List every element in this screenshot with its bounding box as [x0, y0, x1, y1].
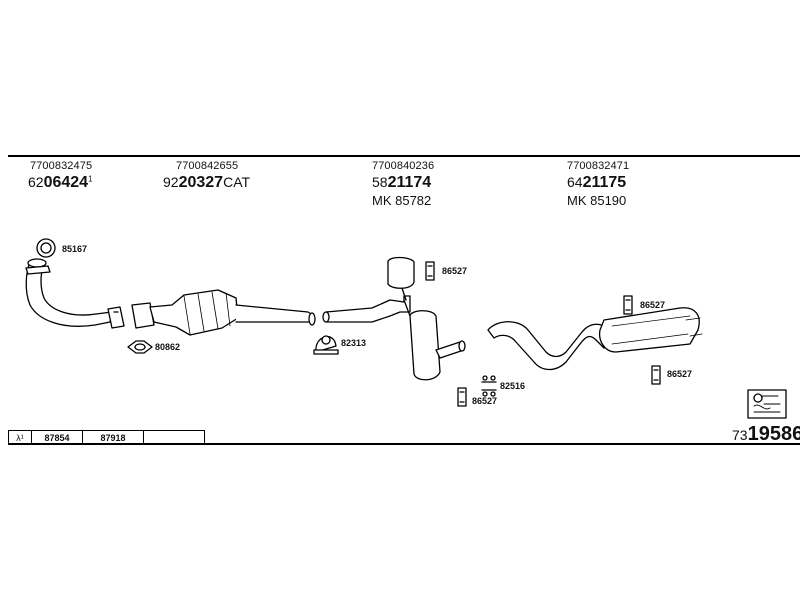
part-suffix: 1: [88, 174, 93, 184]
part-prefix: 58: [372, 174, 388, 190]
part-main: 21174: [387, 174, 432, 191]
rear-muffler-drawing: [487, 307, 703, 371]
part-suffix: CAT: [223, 174, 251, 190]
front-pipe-drawing: [25, 258, 125, 329]
part-main: 20327: [178, 174, 224, 191]
part-prefix: 64: [567, 174, 583, 190]
part-label-mount: 82516: [500, 381, 526, 391]
mk-number-center-muffler: MK 85782: [372, 193, 432, 208]
lambda-symbol-cell: λ¹: [9, 431, 32, 444]
kit-prefix: 73: [732, 427, 748, 443]
part-label-hanger: 86527: [442, 266, 468, 276]
top-rule: [8, 155, 800, 157]
part-label-hanger: 86527: [472, 396, 498, 406]
part-label-hanger: 86527: [640, 300, 666, 310]
mount-bracket-icon: [481, 375, 497, 397]
catalytic-converter-drawing: [131, 289, 316, 336]
table-cell: 87918: [83, 431, 144, 444]
table-cell: [144, 431, 204, 444]
gasket-ring-icon: [36, 238, 56, 258]
rubber-hanger-icon: [651, 365, 661, 385]
part-number-center-muffler: 5821174: [372, 174, 431, 192]
part-label-clamp: 82313: [341, 338, 367, 348]
table-cell: 87854: [32, 431, 83, 444]
rubber-hanger-icon: [623, 295, 633, 315]
oem-number-front-pipe: 7700832475: [30, 160, 93, 172]
part-label-gasket: 85167: [62, 244, 88, 254]
certification-logo-icon: [747, 389, 787, 419]
part-prefix: 62: [28, 174, 44, 190]
center-muffler-drawing: [322, 256, 466, 381]
part-main: 06424: [43, 174, 89, 191]
part-prefix: 92: [163, 174, 179, 190]
rubber-hanger-icon: [457, 387, 467, 407]
oem-number-rear-muffler: 7700832471: [567, 160, 630, 172]
lambda-table: λ¹ 87854 87918: [8, 430, 205, 445]
oem-number-catalyst: 7700842655: [176, 160, 239, 172]
bottom-rule: [8, 443, 800, 445]
rubber-hanger-icon: [425, 261, 435, 281]
part-label-oval-gasket: 80862: [155, 342, 181, 352]
part-number-rear-muffler: 6421175: [567, 174, 626, 192]
part-label-hanger: 86527: [667, 369, 693, 379]
part-main: 21175: [582, 174, 627, 191]
kit-main: 19586: [747, 423, 800, 445]
kit-number: 7319586: [732, 423, 800, 446]
oem-number-center-muffler: 7700840236: [372, 160, 435, 172]
part-number-front-pipe: 62064241: [28, 174, 93, 192]
part-number-catalyst: 9220327CAT: [163, 174, 250, 192]
oval-gasket-icon: [127, 340, 153, 354]
clamp-icon: [313, 335, 339, 355]
mk-number-rear-muffler: MK 85190: [567, 193, 627, 208]
